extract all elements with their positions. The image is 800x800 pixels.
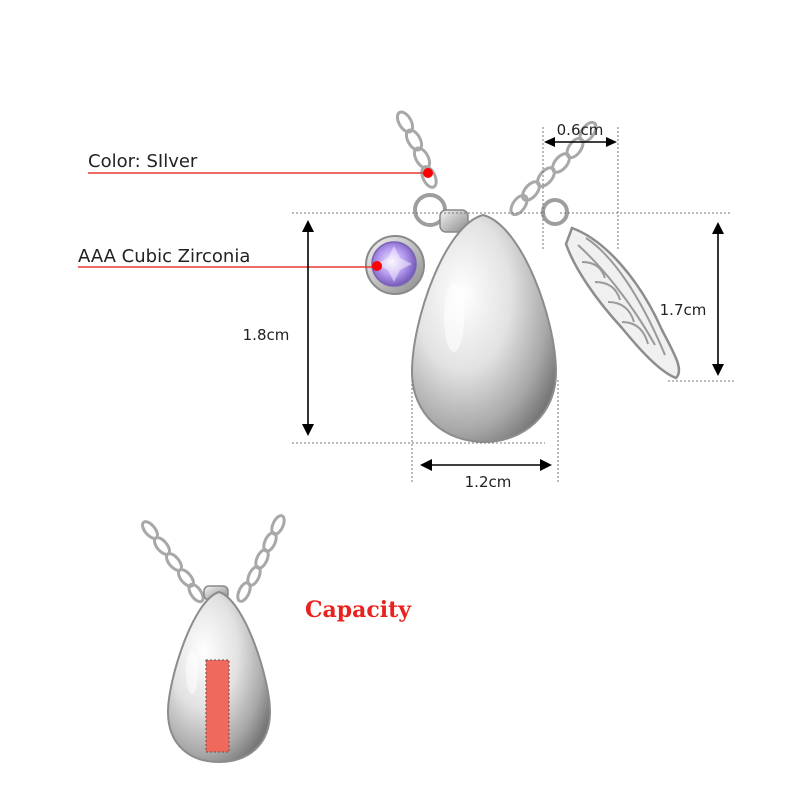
angel-wing-charm [564,226,681,380]
teardrop-pendant [410,209,558,444]
capacity-title: Capacity [305,597,412,623]
color-label: Color: SIlver [88,151,198,172]
capacity-chain [141,514,286,604]
color-callout: Color: SIlver [88,151,433,178]
dimension-guides [292,127,735,482]
stone-label: AAA Cubic Zirconia [78,246,250,267]
wing-height-label: 1.7cm [660,301,707,319]
top-chain [395,110,598,217]
color-callout-dot [423,168,433,178]
crystal-charm [365,235,425,295]
stone-callout: AAA Cubic Zirconia [78,246,382,271]
stone-callout-dot [372,261,382,271]
drop-height-label: 1.8cm [243,326,290,344]
drop-width-label: 1.2cm [465,473,512,491]
capacity-pendant [166,585,272,764]
dimension-arrows [302,137,724,471]
wing-width-label: 0.6cm [557,121,604,139]
capacity-fill [205,659,230,753]
